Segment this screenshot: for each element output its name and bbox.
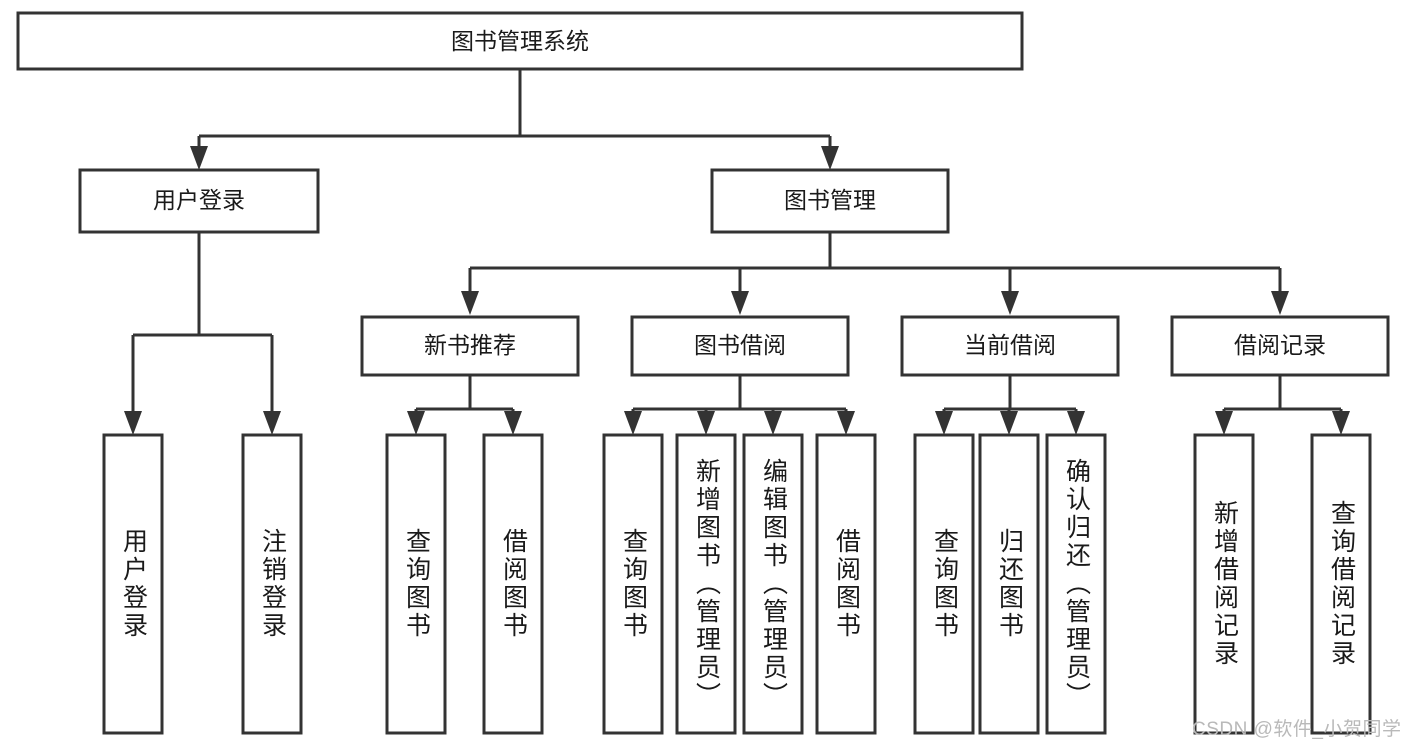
node-current-borrow-box[interactable] [900, 315, 1120, 377]
leaf-box-query-book-cb[interactable] [913, 433, 975, 735]
node-current-borrow[interactable]: 当前借阅 [900, 315, 1120, 377]
node-borrow-record[interactable]: 借阅记录 [1170, 315, 1390, 377]
node-user-login-label: 用户登录 [153, 187, 245, 213]
node-borrow-record-box[interactable] [1170, 315, 1390, 377]
leaf-box-edit-book-admin[interactable] [742, 433, 804, 735]
arrow-head-record [1271, 291, 1289, 315]
arrow-head-leaf-user-login [124, 411, 142, 435]
arrow-head-cb-leaf-2 [1000, 411, 1018, 435]
node-new-book-recommend[interactable]: 新书推荐 [360, 315, 580, 377]
arrow-head-rc-leaf-2 [1332, 411, 1350, 435]
arrow-head-br-leaf-2 [697, 411, 715, 435]
node-book-manage[interactable]: 图书管理 [710, 168, 950, 234]
arrow-head-new-book [461, 291, 479, 315]
leaf-box-user-login[interactable] [102, 433, 164, 735]
leaf-box-return-book[interactable] [978, 433, 1040, 735]
leaf-node-group [102, 433, 1372, 735]
arrow-head-cb-leaf-3 [1067, 411, 1085, 435]
node-borrow-record-label: 借阅记录 [1234, 332, 1326, 358]
arrow-head-br-leaf-3 [764, 411, 782, 435]
leaf-box-query-borrow-record[interactable] [1310, 433, 1372, 735]
leaf-box-logout[interactable] [241, 433, 303, 735]
node-new-book-recommend-box[interactable] [360, 315, 580, 377]
arrow-head-br-leaf-4 [837, 411, 855, 435]
leaf-box-borrow-book-br[interactable] [815, 433, 877, 735]
node-book-manage-box[interactable] [710, 168, 950, 234]
node-user-login[interactable]: 用户登录 [78, 168, 320, 234]
leaf-box-add-borrow-record[interactable] [1193, 433, 1255, 735]
arrow-head-book-manage [821, 146, 839, 170]
arrow-head-current [1001, 291, 1019, 315]
node-root[interactable]: 图书管理系统 [16, 11, 1024, 71]
arrow-head-nb-leaf-1 [407, 411, 425, 435]
arrow-head-nb-leaf-2 [504, 411, 522, 435]
leaf-box-query-book-nb[interactable] [385, 433, 447, 735]
leaf-box-confirm-return-admin[interactable] [1045, 433, 1107, 735]
node-user-login-box[interactable] [78, 168, 320, 234]
arrow-head-user-login [190, 146, 208, 170]
node-book-borrow-label: 图书借阅 [694, 332, 786, 358]
arrow-head-cb-leaf-1 [935, 411, 953, 435]
leaf-box-add-book-admin[interactable] [675, 433, 737, 735]
connector-group [124, 69, 1350, 435]
node-book-manage-label: 图书管理 [784, 187, 876, 213]
node-book-borrow-box[interactable] [630, 315, 850, 377]
node-root-label: 图书管理系统 [451, 28, 589, 54]
node-current-borrow-label: 当前借阅 [964, 332, 1056, 358]
arrow-head-rc-leaf-1 [1215, 411, 1233, 435]
arrow-head-borrow [731, 291, 749, 315]
node-new-book-recommend-label: 新书推荐 [424, 332, 516, 358]
node-root-box[interactable] [16, 11, 1024, 71]
leaf-box-borrow-book-nb[interactable] [482, 433, 544, 735]
leaf-box-query-book-br[interactable] [602, 433, 664, 735]
node-book-borrow[interactable]: 图书借阅 [630, 315, 850, 377]
arrow-head-br-leaf-1 [624, 411, 642, 435]
arrow-head-leaf-logout [263, 411, 281, 435]
csdn-watermark: CSDN @软件_小贺同学 [1192, 719, 1402, 740]
